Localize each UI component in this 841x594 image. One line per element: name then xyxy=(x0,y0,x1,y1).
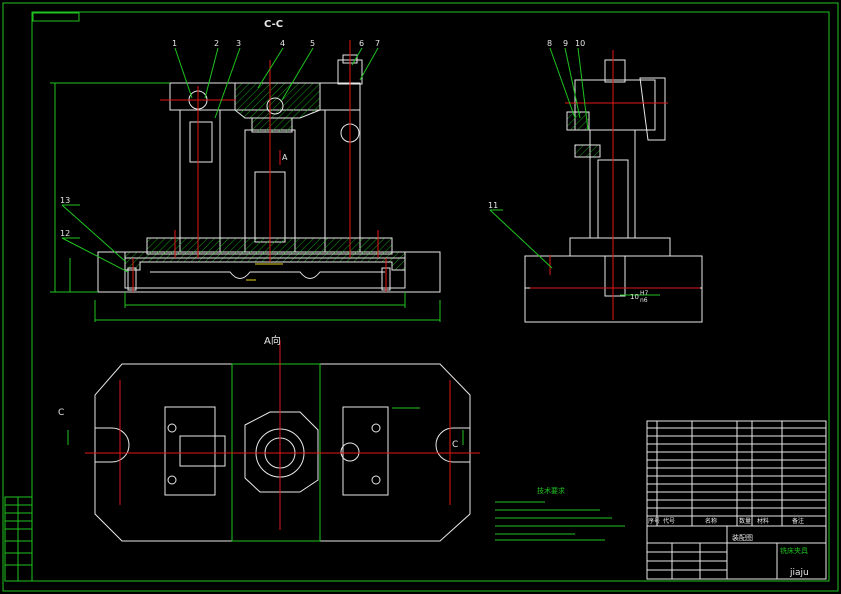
callout-7: 7 xyxy=(375,39,380,48)
callout-8: 8 xyxy=(547,39,552,48)
callout-10: 10 xyxy=(575,39,585,48)
front-section-view xyxy=(50,40,441,322)
title-name: 铣床夹具 xyxy=(780,546,808,555)
header-code: 代号 xyxy=(663,517,675,525)
title-block xyxy=(646,420,827,580)
view-label: A向 xyxy=(264,334,281,347)
header-seq: 序号 xyxy=(648,517,660,525)
callout-12: 12 xyxy=(60,229,70,238)
callout-1: 1 xyxy=(172,39,177,48)
callout-11: 11 xyxy=(488,201,498,210)
callout-3: 3 xyxy=(236,39,241,48)
plan-view xyxy=(67,340,480,542)
section-label: C-C xyxy=(264,19,283,30)
header-notes: 备注 xyxy=(792,517,804,525)
fit-code-sub: n6 xyxy=(640,297,648,304)
side-view xyxy=(489,47,703,323)
tech-notes xyxy=(495,501,625,541)
title-code: jiaju xyxy=(789,568,809,578)
header-qty: 数量 xyxy=(739,517,751,525)
tech-title: 技术要求 xyxy=(537,486,565,495)
side-strip-table xyxy=(4,496,33,582)
header-name: 名称 xyxy=(705,517,717,525)
callout-2: 2 xyxy=(214,39,219,48)
section-marker-right: C xyxy=(452,440,458,450)
callout-9: 9 xyxy=(563,39,568,48)
arrow-label: A xyxy=(282,153,288,162)
header-material: 材料 xyxy=(757,517,769,525)
title-sub: 装配图 xyxy=(732,533,753,542)
fit-code: H7 xyxy=(640,290,649,297)
section-marker-left: C xyxy=(58,408,64,418)
callout-6: 6 xyxy=(359,39,364,48)
callout-4: 4 xyxy=(280,39,285,48)
callout-5: 5 xyxy=(310,39,315,48)
callout-13: 13 xyxy=(60,196,70,205)
fit-size: 10 xyxy=(630,293,639,301)
